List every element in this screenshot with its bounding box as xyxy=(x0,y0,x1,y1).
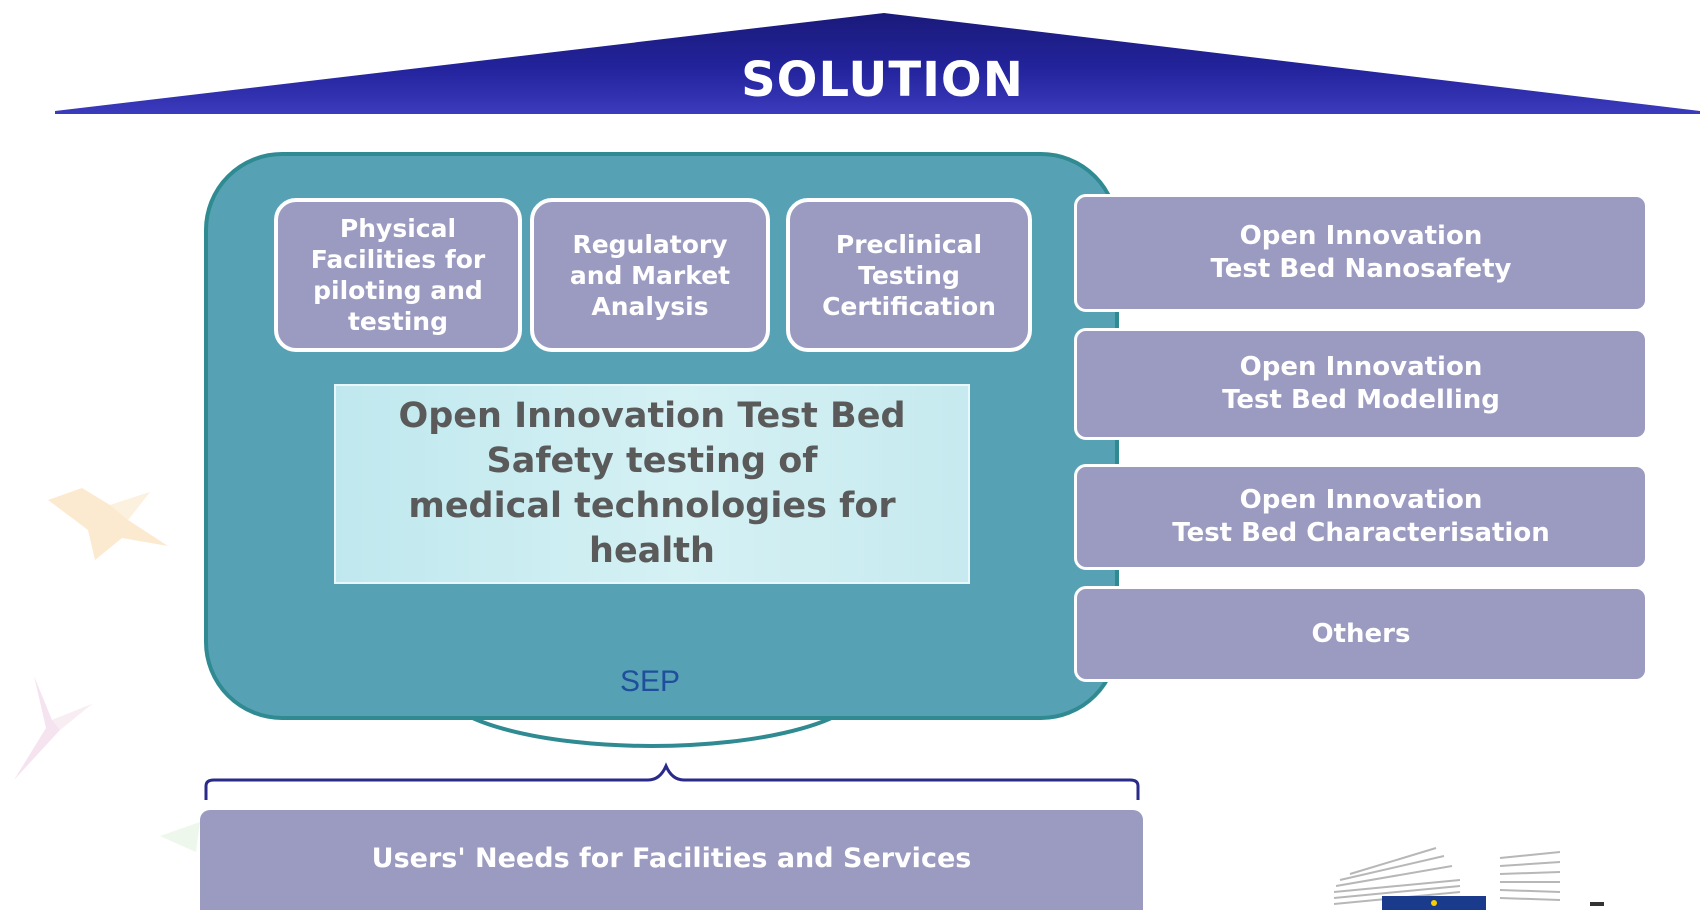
sep-label: SEP xyxy=(619,665,681,698)
service-box-label: Preclinical Testing Certification xyxy=(822,229,996,321)
users-needs-box: Users' Needs for Facilities and Services xyxy=(200,810,1143,910)
test-bed-label: Open Innovation Test Bed Nanosafety xyxy=(1210,221,1512,284)
service-box-regulatory-market: Regulatory and Market Analysis xyxy=(530,198,770,352)
eu-commission-logo-icon xyxy=(1333,847,1604,910)
test-bed-box-others: Others xyxy=(1074,586,1648,682)
test-bed-box-modelling: Open Innovation Test Bed Modelling xyxy=(1074,328,1648,440)
decorative-bird-pink-icon xyxy=(14,676,92,780)
decorative-bird-orange-icon xyxy=(48,488,168,560)
service-box-label: Physical Facilities for piloting and tes… xyxy=(310,214,486,336)
test-bed-label: Others xyxy=(1311,618,1411,649)
center-test-bed-box: Open Innovation Test Bed Safety testing … xyxy=(334,384,970,584)
test-bed-box-nanosafety: Open Innovation Test Bed Nanosafety xyxy=(1074,194,1648,312)
decorative-bird-green-icon xyxy=(160,822,200,852)
curly-brace xyxy=(204,762,1140,800)
roof-shape xyxy=(55,13,1700,114)
service-box-preclinical-testing: Preclinical Testing Certification xyxy=(786,198,1032,352)
service-box-label: Regulatory and Market Analysis xyxy=(569,229,731,321)
center-test-bed-label: Open Innovation Test Bed Safety testing … xyxy=(398,396,906,571)
test-bed-label: Open Innovation Test Bed Characterisatio… xyxy=(1172,485,1550,548)
users-needs-label: Users' Needs for Facilities and Services xyxy=(371,843,972,874)
test-bed-box-characterisation: Open Innovation Test Bed Characterisatio… xyxy=(1074,464,1648,570)
test-bed-label: Open Innovation Test Bed Modelling xyxy=(1222,352,1500,415)
service-box-physical-facilities: Physical Facilities for piloting and tes… xyxy=(274,198,522,352)
solution-title: SOLUTION xyxy=(741,52,1024,108)
